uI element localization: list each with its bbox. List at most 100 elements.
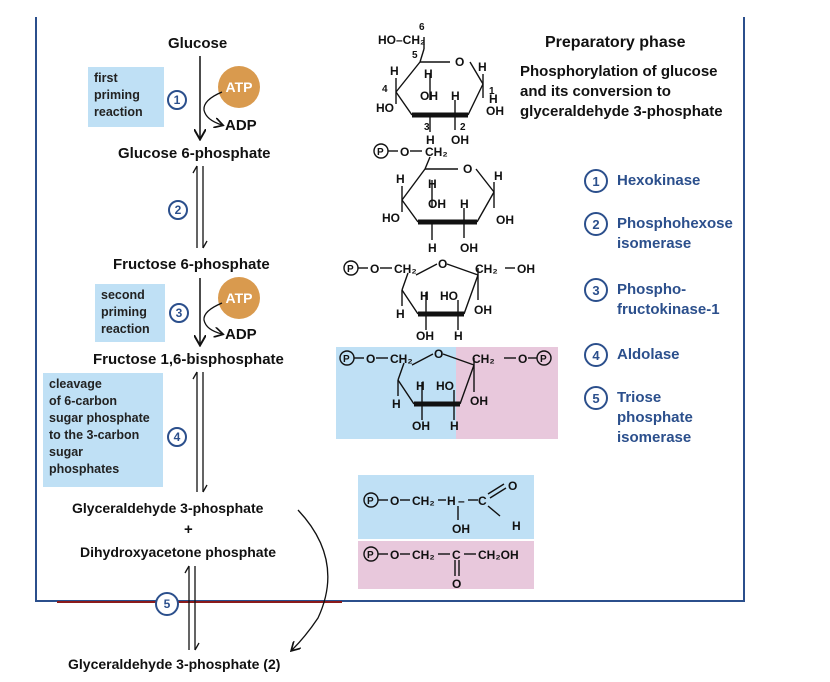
step3-note: second priming reaction bbox=[95, 284, 165, 342]
dhap-structure-box bbox=[358, 541, 534, 589]
svg-text:HO: HO bbox=[440, 289, 458, 303]
svg-text:OH: OH bbox=[420, 89, 438, 103]
adp-label-1: ADP bbox=[225, 117, 257, 134]
svg-text:3: 3 bbox=[424, 122, 430, 133]
gap-label: Glyceraldehyde 3-phosphate bbox=[72, 500, 264, 516]
aldolase-blue-box bbox=[336, 347, 456, 439]
plus-sign: + bbox=[184, 521, 193, 538]
svg-text:CH₂: CH₂ bbox=[475, 262, 498, 276]
svg-text:H: H bbox=[426, 133, 435, 147]
enzyme-2-circle: 2 bbox=[584, 212, 608, 236]
step-3-marker: 3 bbox=[169, 303, 189, 323]
svg-text:P: P bbox=[540, 354, 547, 365]
svg-text:O: O bbox=[434, 347, 443, 361]
svg-text:CH₂: CH₂ bbox=[412, 548, 435, 562]
aldolase-pink-box bbox=[456, 347, 558, 439]
svg-text:OH: OH bbox=[452, 522, 470, 536]
gap-structure-box bbox=[358, 475, 534, 539]
svg-text:H: H bbox=[494, 169, 503, 183]
svg-text:P: P bbox=[343, 354, 350, 365]
svg-text:CH₂: CH₂ bbox=[425, 145, 448, 159]
svg-text:CH₂: CH₂ bbox=[390, 352, 413, 366]
svg-text:C: C bbox=[452, 548, 461, 562]
enzyme-1-name: Hexokinase bbox=[617, 172, 701, 189]
svg-text:H: H bbox=[489, 92, 498, 106]
g6p-structure bbox=[373, 143, 495, 240]
enzyme-2-name: Phosphohexose isomerase bbox=[617, 215, 733, 252]
dhap-label: Dihydroxyacetone phosphate bbox=[80, 544, 277, 560]
svg-text:1: 1 bbox=[489, 86, 495, 97]
svg-text:OH: OH bbox=[486, 104, 504, 118]
enzyme-1-circle: 1 bbox=[584, 169, 608, 193]
step4-note: cleavage of 6-carbon sugar phosphate to … bbox=[43, 373, 163, 487]
svg-text:HO: HO bbox=[376, 101, 394, 115]
atp-circle-2: ATP bbox=[218, 277, 260, 319]
svg-text:OH: OH bbox=[428, 197, 446, 211]
enzyme-4-circle: 4 bbox=[584, 343, 608, 367]
label-n6: 6 bbox=[419, 22, 425, 33]
svg-text:H: H bbox=[451, 89, 460, 103]
glucose-label: Glucose bbox=[168, 35, 228, 52]
svg-text:H: H bbox=[424, 67, 433, 81]
svg-text:OH: OH bbox=[451, 133, 469, 147]
svg-text:CH₂: CH₂ bbox=[472, 352, 495, 366]
svg-text:P: P bbox=[347, 264, 354, 275]
svg-text:H: H bbox=[512, 519, 521, 533]
svg-text:C: C bbox=[478, 494, 487, 508]
svg-text:O: O bbox=[463, 162, 472, 176]
svg-text:H: H bbox=[392, 397, 401, 411]
step-4-marker: 4 bbox=[167, 427, 187, 447]
svg-text:OH: OH bbox=[416, 329, 434, 343]
atp-circle-1: ATP bbox=[218, 66, 260, 108]
svg-text:P: P bbox=[377, 147, 384, 158]
svg-text:O: O bbox=[370, 262, 379, 276]
svg-text:P: P bbox=[367, 496, 374, 507]
gap-structure bbox=[363, 483, 507, 520]
svg-text:O: O bbox=[366, 352, 375, 366]
svg-text:P: P bbox=[367, 550, 374, 561]
svg-text:H: H bbox=[460, 197, 469, 211]
svg-text:O: O bbox=[518, 352, 527, 366]
label-ho-ch2: HO–CH₂ bbox=[378, 33, 425, 47]
f16bp-structure bbox=[339, 350, 552, 420]
svg-text:O: O bbox=[508, 479, 517, 493]
svg-text:CH₂OH: CH₂OH bbox=[478, 548, 519, 562]
svg-text:O: O bbox=[400, 145, 409, 159]
svg-text:2: 2 bbox=[460, 122, 466, 133]
svg-text:H: H bbox=[478, 60, 487, 74]
svg-text:H: H bbox=[428, 241, 437, 255]
enzyme-3-circle: 3 bbox=[584, 278, 608, 302]
svg-text:H: H bbox=[454, 329, 463, 343]
svg-text:OH: OH bbox=[470, 394, 488, 408]
diagram-frame bbox=[35, 17, 745, 602]
svg-text:H: H bbox=[396, 307, 405, 321]
svg-text:HO: HO bbox=[382, 211, 400, 225]
enzyme-4-name: Aldolase bbox=[617, 346, 680, 363]
svg-text:H: H bbox=[428, 177, 437, 191]
svg-text:OH: OH bbox=[460, 241, 478, 255]
svg-text:O: O bbox=[452, 577, 461, 591]
glucose-structure bbox=[395, 37, 484, 132]
svg-text:H: H bbox=[447, 494, 456, 508]
svg-text:H: H bbox=[396, 172, 405, 186]
f6p-structure bbox=[343, 260, 515, 330]
step-2-marker: 2 bbox=[168, 200, 188, 220]
phase-title: Preparatory phase bbox=[545, 34, 686, 51]
dhap-structure bbox=[363, 546, 476, 576]
svg-text:OH: OH bbox=[517, 262, 535, 276]
step-5-marker: 5 bbox=[155, 592, 179, 616]
divider-line bbox=[57, 601, 342, 603]
gap2-label: Glyceraldehyde 3-phosphate (2) bbox=[68, 656, 281, 672]
adp-label-2: ADP bbox=[225, 326, 257, 343]
label-o-ring1: O bbox=[455, 55, 464, 69]
f6p-label: Fructose 6-phosphate bbox=[113, 256, 270, 273]
step-1-marker: 1 bbox=[167, 90, 187, 110]
svg-text:OH: OH bbox=[474, 303, 492, 317]
g6p-label: Glucose 6-phosphate bbox=[118, 145, 271, 162]
step1-note: first priming reaction bbox=[88, 67, 164, 127]
f16bp-label: Fructose 1,6-bisphosphate bbox=[93, 351, 284, 368]
svg-text:HO: HO bbox=[436, 379, 454, 393]
svg-text:O: O bbox=[390, 494, 399, 508]
svg-text:H: H bbox=[420, 289, 429, 303]
